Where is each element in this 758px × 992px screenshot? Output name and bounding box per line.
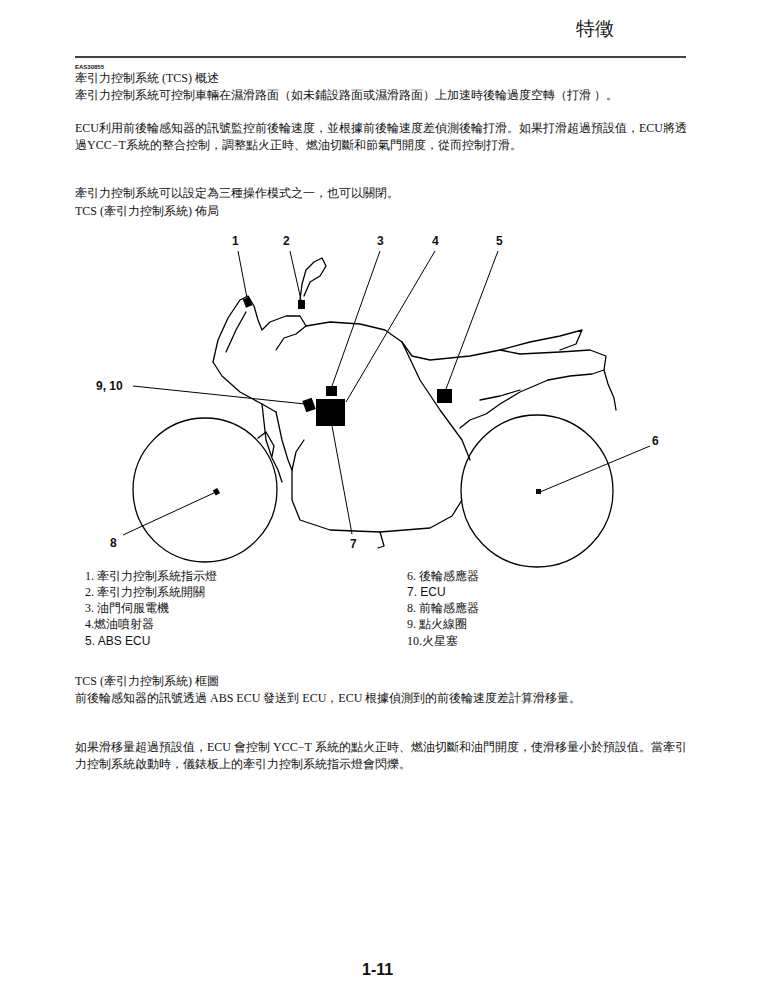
fairing-detail	[226, 312, 246, 352]
callout-number: 9, 10	[96, 378, 123, 395]
side-stand	[378, 532, 384, 548]
callout-number: 5	[496, 233, 503, 250]
part-list-item: 10.火星塞	[407, 633, 687, 650]
body-text: 前後輪感知器的訊號透過 ABS ECU 發送到 ECU，ECU 根據偵測到的前後…	[75, 690, 687, 707]
leader-line	[540, 446, 650, 492]
throttle-servo	[326, 386, 337, 396]
section-code: EAS30855	[75, 63, 135, 71]
callout-number: 1	[232, 233, 239, 250]
part-list-item: 5. ABS ECU	[85, 633, 385, 650]
callout-number: 7	[350, 536, 357, 553]
front-fender	[258, 432, 274, 456]
ignition-coil	[302, 398, 316, 413]
leader-line	[346, 251, 435, 402]
leader-lines	[123, 251, 650, 535]
bike-outline	[133, 258, 616, 567]
abs-ecu	[437, 389, 452, 403]
part-list-item: 7. ECU	[407, 584, 687, 601]
figure-heading: TCS (牽引力控制系統) 佈局	[75, 203, 687, 220]
mirror	[300, 258, 326, 300]
front-wheel	[133, 418, 277, 562]
callout-number: 3	[377, 233, 384, 250]
fairing-lower	[213, 362, 276, 412]
part-list-item: 6. 後輪感應器	[407, 568, 687, 585]
tcs-indicator	[243, 297, 253, 308]
section-heading: 牽引力控制系統 (TCS) 概述	[75, 70, 687, 87]
leader-line	[332, 426, 352, 534]
leader-line	[238, 251, 247, 298]
body-text: 牽引力控制系統可控制車輛在濕滑路面（如未鋪設路面或濕滑路面）上加速時後輪過度空轉…	[75, 87, 687, 104]
side-panel	[480, 390, 520, 400]
leader-line	[446, 251, 498, 389]
radiator	[292, 440, 304, 470]
leader-line	[290, 251, 301, 300]
rear-wheel	[461, 415, 613, 567]
front-fork-2	[276, 412, 292, 470]
leader-line	[123, 492, 216, 535]
body-text: ECU利用前後輪感知器的訊號監控前後輪速度，並根據前後輪速度差偵測後輪打滑。如果…	[75, 120, 687, 153]
part-list-item: 9. 點火線圈	[407, 616, 687, 633]
leader-line	[332, 251, 380, 386]
tcs-switch	[298, 300, 305, 309]
front-sensor	[213, 488, 220, 496]
part-list-item: 1. 牽引力控制系統指示燈	[85, 568, 385, 585]
header-rule	[75, 56, 686, 58]
frame	[402, 342, 470, 460]
tail-light	[604, 370, 616, 410]
engine	[292, 470, 462, 532]
tail	[500, 350, 606, 380]
callout-number: 6	[652, 433, 659, 450]
callout-number: 8	[110, 535, 117, 552]
part-list-item: 3. 油門伺服電機	[85, 600, 385, 617]
ecu-block	[316, 399, 345, 426]
leader-line	[133, 386, 305, 404]
page-number: 1-11	[362, 960, 393, 980]
page-heading: 特徵	[576, 18, 614, 40]
callout-number: 2	[283, 233, 290, 250]
body-text: 如果滑移量超過預設值，ECU 會控制 YCC−T 系統的點火正時、燃油切斷和油門…	[75, 739, 687, 772]
callout-number: 4	[432, 233, 439, 250]
body-text: 牽引力控制系統可以設定為三種操作模式之一，也可以關閉。	[75, 185, 687, 202]
tail-lower	[460, 380, 548, 428]
section-heading: TCS (牽引力控制系統) 框圖	[75, 673, 687, 690]
part-list-item: 4.燃油噴射器	[85, 616, 385, 633]
front-fairing	[213, 296, 306, 362]
tank-seat	[306, 322, 582, 360]
part-list-item: 2. 牽引力控制系統開關	[85, 584, 385, 601]
components	[213, 297, 541, 496]
part-list-item: 8. 前輪感應器	[407, 600, 687, 617]
